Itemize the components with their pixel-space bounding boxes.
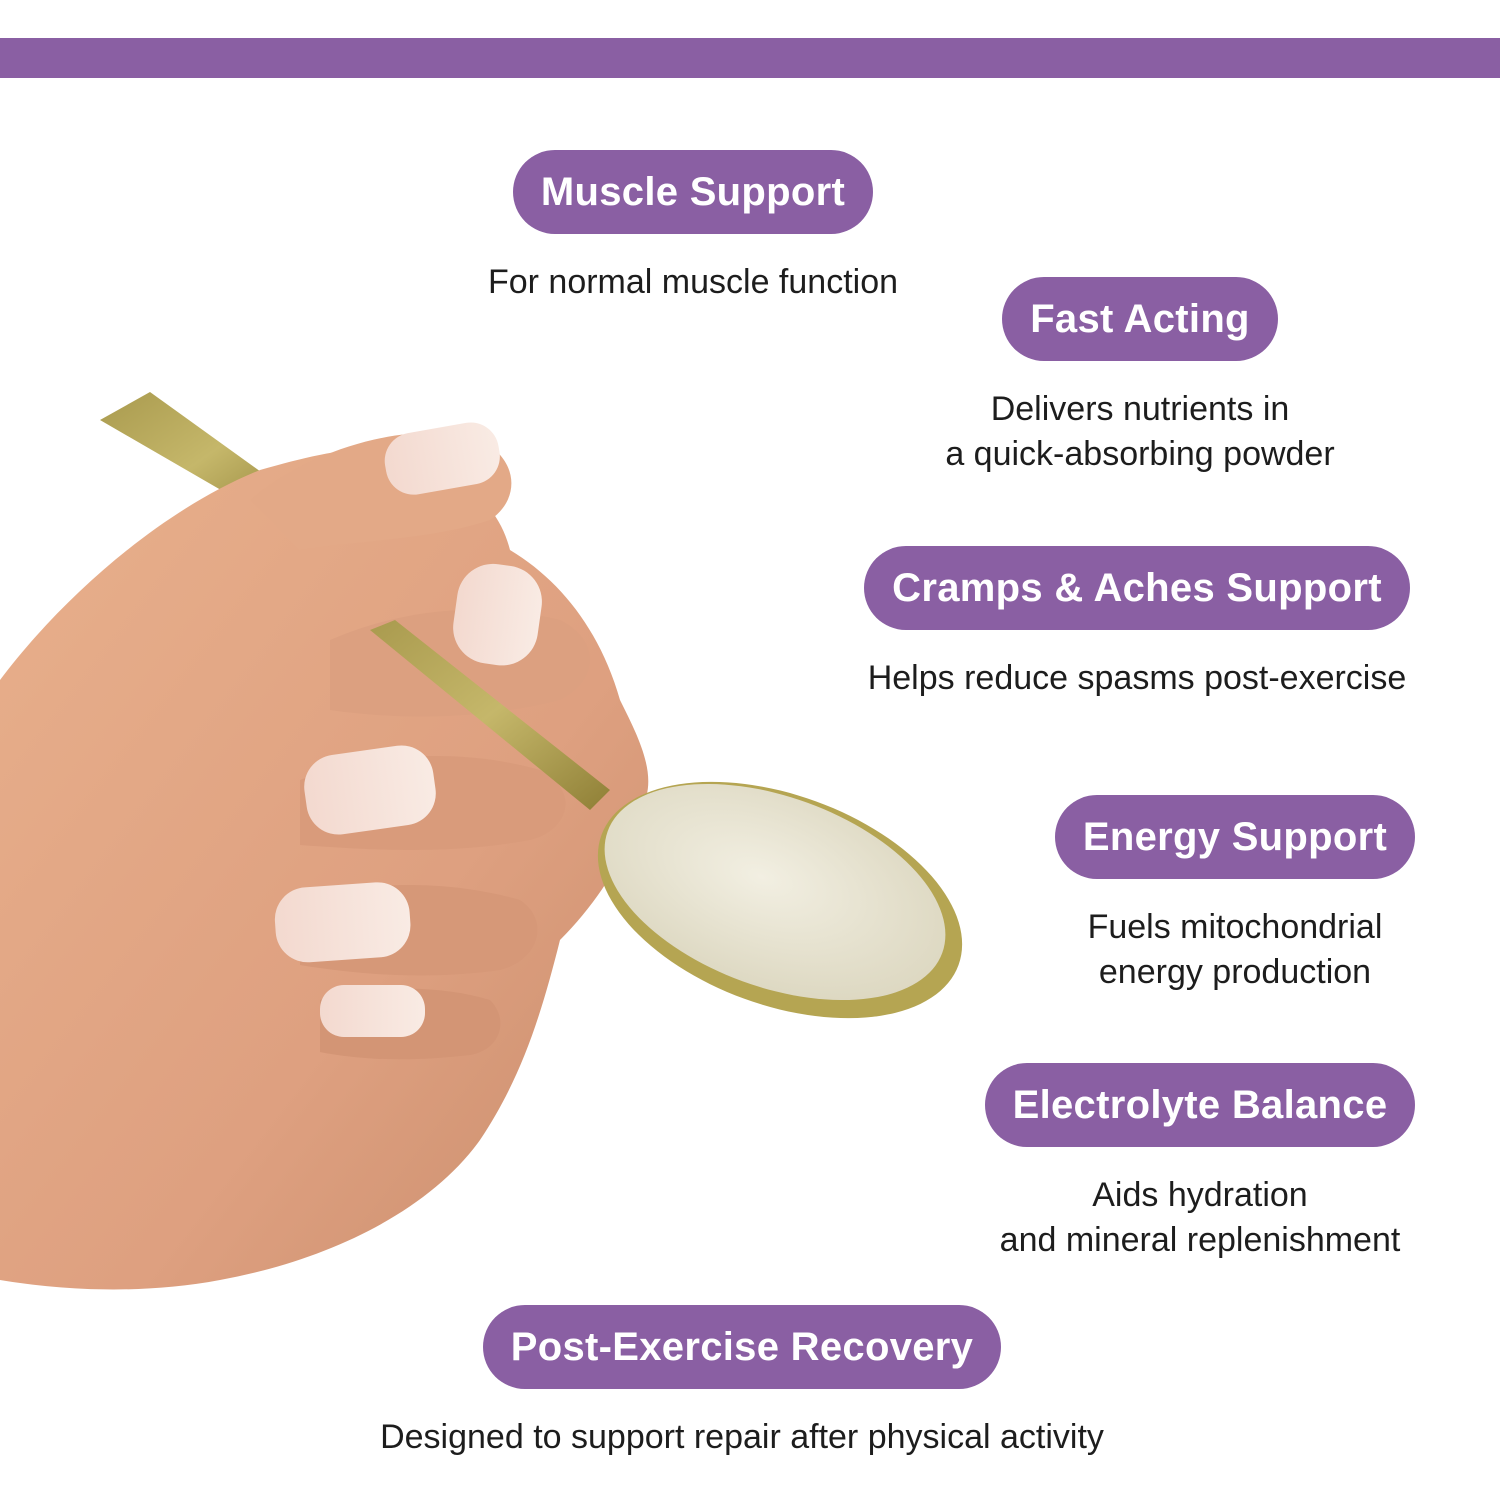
benefit-title: Muscle Support [512, 150, 874, 234]
benefit-description: Delivers nutrients in a quick-absorbing … [945, 390, 1335, 473]
fingernails [274, 422, 542, 1037]
spoon-bowl [597, 781, 963, 1019]
top-accent-bar [0, 38, 1500, 78]
hand [0, 432, 649, 1290]
benefit-title: Electrolyte Balance [984, 1063, 1416, 1147]
benefit-description: Fuels mitochondrial energy production [1087, 908, 1383, 991]
benefit-title: Cramps & Aches Support [864, 546, 1410, 630]
spoon-shaft [370, 620, 610, 810]
benefit-energy-support: Energy Support Fuels mitochondrial energ… [1040, 795, 1430, 995]
benefit-title: Energy Support [1054, 795, 1416, 879]
benefit-post-exercise-recovery: Post-Exercise Recovery Designed to suppo… [342, 1305, 1142, 1460]
benefit-description: Helps reduce spasms post-exercise [867, 659, 1407, 697]
benefit-cramps-aches-support: Cramps & Aches Support Helps reduce spas… [840, 546, 1434, 701]
benefit-title: Fast Acting [1002, 277, 1278, 361]
hand-spoon-image [0, 392, 963, 1290]
benefit-description: For normal muscle function [487, 263, 899, 301]
benefit-fast-acting: Fast Acting Delivers nutrients in a quic… [920, 277, 1360, 477]
benefit-description: Aids hydration and mineral replenishment [999, 1176, 1401, 1259]
benefit-description: Designed to support repair after physica… [380, 1418, 1104, 1456]
benefit-title: Post-Exercise Recovery [482, 1305, 1002, 1389]
benefit-muscle-support: Muscle Support For normal muscle functio… [473, 150, 913, 305]
benefit-electrolyte-balance: Electrolyte Balance Aids hydration and m… [970, 1063, 1430, 1263]
